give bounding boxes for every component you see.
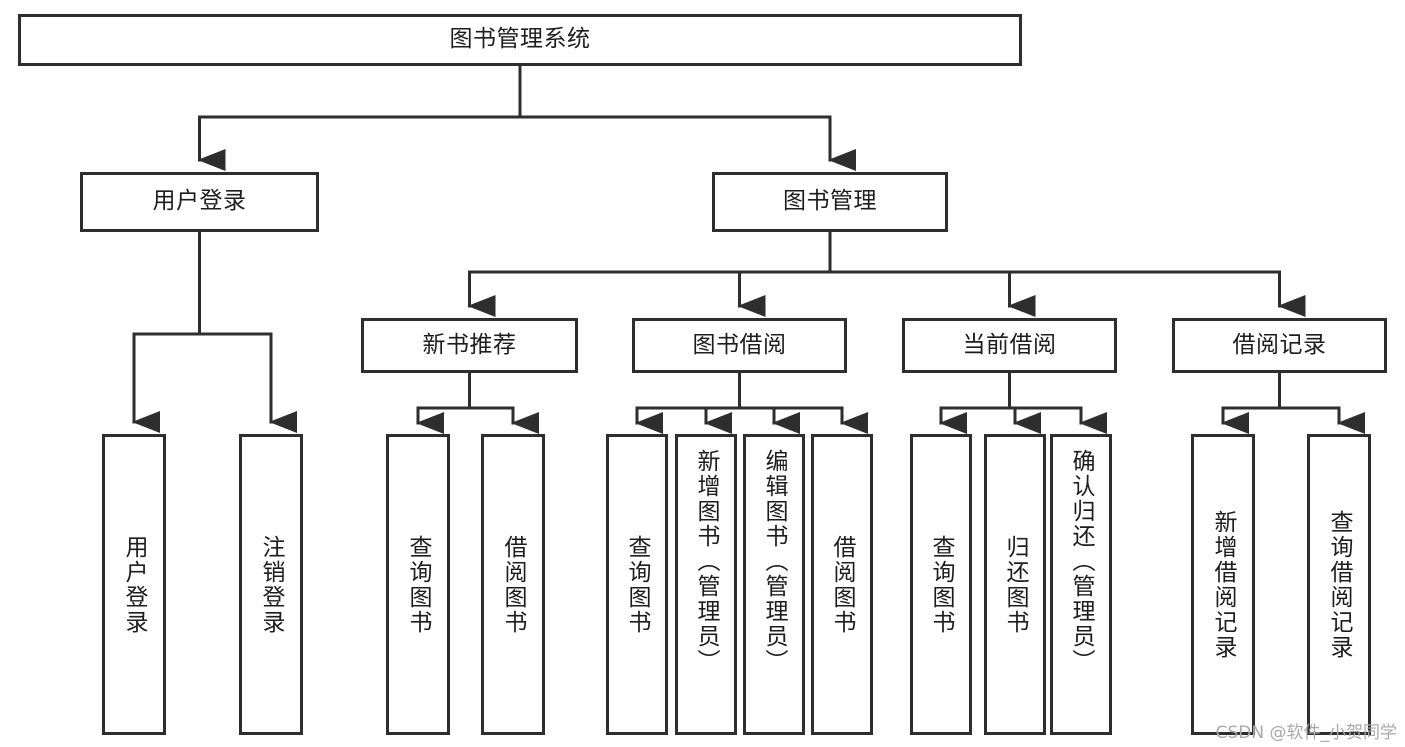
node-leaf-user-logout-label: 注销登录: [258, 534, 285, 635]
node-leaf-query-book-2-label: 查询图书: [624, 534, 651, 635]
node-leaf-query-book-1-label: 查询图书: [405, 534, 432, 635]
node-leaf-user-login[interactable]: 用户登录: [102, 434, 166, 735]
watermark: CSDN @软件_小贺同学: [1215, 723, 1397, 743]
node-borrow-record-label: 借阅记录: [1232, 331, 1327, 358]
node-leaf-borrow-book-1[interactable]: 借阅图书: [481, 434, 545, 735]
node-book-borrow-label: 图书借阅: [692, 331, 787, 358]
node-book-manage[interactable]: 图书管理: [712, 172, 948, 232]
node-leaf-confirm-return[interactable]: 确认归还（管理员）: [1050, 434, 1112, 735]
node-leaf-query-record[interactable]: 查询借阅记录: [1307, 434, 1371, 735]
node-borrow-record[interactable]: 借阅记录: [1172, 318, 1387, 373]
node-root[interactable]: 图书管理系统: [18, 14, 1022, 66]
node-leaf-borrow-book-2-label: 借阅图书: [829, 534, 856, 635]
node-root-label: 图书管理系统: [449, 26, 591, 53]
node-leaf-confirm-return-label: 确认归还（管理员）: [1068, 449, 1095, 674]
node-leaf-add-book-label: 新增图书（管理员）: [693, 449, 720, 674]
node-leaf-edit-book-label: 编辑图书（管理员）: [761, 449, 788, 674]
node-leaf-add-record-label: 新增借阅记录: [1210, 509, 1237, 660]
node-leaf-query-book-1[interactable]: 查询图书: [386, 434, 450, 735]
node-new-book-rec[interactable]: 新书推荐: [361, 318, 578, 373]
node-leaf-return-book[interactable]: 归还图书: [984, 434, 1046, 735]
node-user-login-label: 用户登录: [152, 188, 247, 215]
node-current-borrow-label: 当前借阅: [962, 331, 1057, 358]
node-leaf-query-book-3-label: 查询图书: [928, 534, 955, 635]
node-leaf-return-book-label: 归还图书: [1002, 534, 1029, 635]
node-leaf-user-logout[interactable]: 注销登录: [239, 434, 303, 735]
node-leaf-query-record-label: 查询借阅记录: [1326, 509, 1353, 660]
node-leaf-user-login-label: 用户登录: [121, 534, 148, 635]
node-leaf-borrow-book-2[interactable]: 借阅图书: [811, 434, 873, 735]
node-leaf-add-record[interactable]: 新增借阅记录: [1191, 434, 1255, 735]
node-leaf-query-book-2[interactable]: 查询图书: [606, 434, 668, 735]
node-leaf-add-book[interactable]: 新增图书（管理员）: [675, 434, 737, 735]
node-leaf-query-book-3[interactable]: 查询图书: [910, 434, 972, 735]
node-leaf-borrow-book-1-label: 借阅图书: [500, 534, 527, 635]
node-book-manage-label: 图书管理: [783, 188, 877, 215]
node-current-borrow[interactable]: 当前借阅: [902, 318, 1117, 373]
node-new-book-rec-label: 新书推荐: [422, 331, 517, 358]
node-user-login[interactable]: 用户登录: [80, 172, 319, 232]
node-book-borrow[interactable]: 图书借阅: [632, 318, 847, 373]
node-leaf-edit-book[interactable]: 编辑图书（管理员）: [743, 434, 805, 735]
